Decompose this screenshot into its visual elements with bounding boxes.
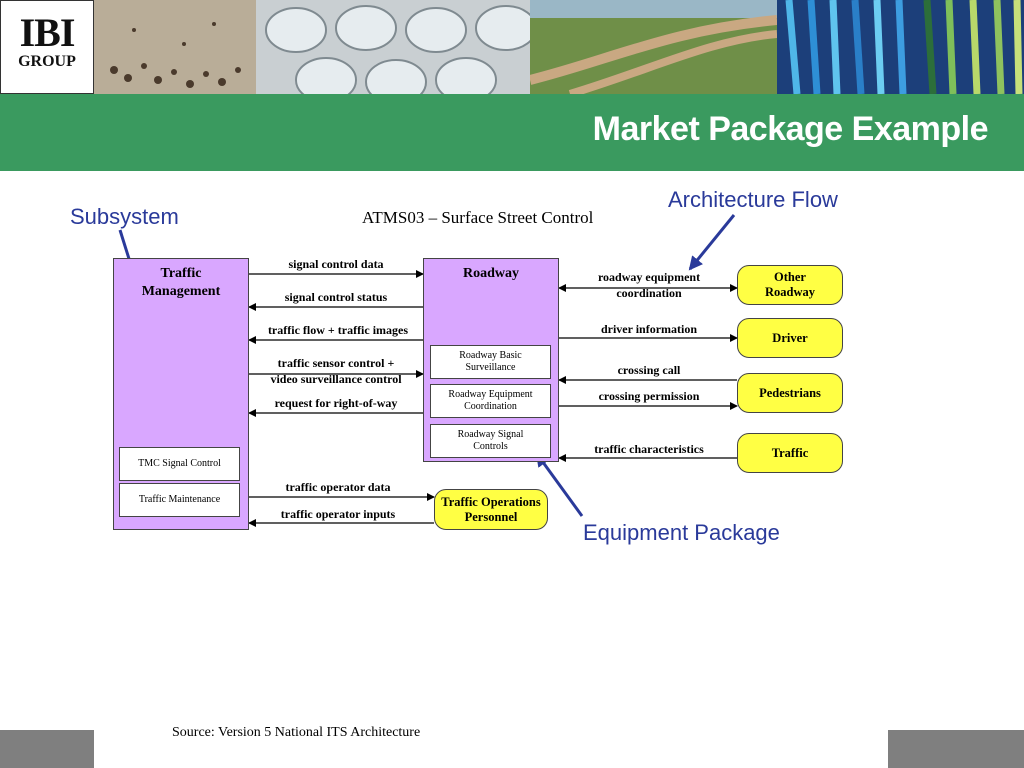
- ibi-group-logo: IBI GROUP: [0, 0, 94, 94]
- equipment-roadway-signal-controls: Roadway Signal Controls: [430, 424, 551, 458]
- source-citation: Source: Version 5 National ITS Architect…: [172, 725, 421, 740]
- equipment-roadway-equipment-coordination: Roadway Equipment Coordination: [430, 384, 551, 418]
- architecture-flow-callout: Architecture Flow: [668, 187, 838, 212]
- flow-signal-control-status: signal control status: [284, 290, 388, 304]
- equipment-package-pointer-arrow: [535, 452, 584, 517]
- logo-sub-text: GROUP: [18, 53, 76, 70]
- terminator-traffic: Traffic: [737, 433, 843, 473]
- flow-crossing-call: crossing call: [617, 363, 681, 377]
- footer-block-right: [888, 730, 1024, 768]
- terminator-pedestrians: Pedestrians: [737, 373, 843, 413]
- terminator-traffic-operations-personnel: Traffic Operations Personnel: [434, 489, 548, 530]
- traffic-management-label: Traffic Management: [141, 266, 221, 299]
- flow-request-for-right-of-way: request for right-of-way: [274, 396, 398, 410]
- slide-title: Market Package Example: [592, 110, 989, 148]
- equipment-tmc-signal-control: TMC Signal Control: [119, 447, 240, 481]
- header-photo-circles: [256, 0, 530, 94]
- flow-traffic-operator-data: traffic operator data: [285, 480, 391, 494]
- flow-roadway-equipment-coordination-line2: coordination: [616, 286, 682, 300]
- flow-traffic-sensor-control-line1: traffic sensor control +: [277, 356, 395, 370]
- header-photo-road: [530, 0, 777, 94]
- header-photo-cables: [777, 0, 1024, 94]
- terminator-other-roadway: Other Roadway: [737, 265, 843, 305]
- flow-traffic-sensor-control-line2: video surveillance control: [270, 372, 402, 386]
- footer-block-left: [0, 730, 94, 768]
- equipment-package-callout: Equipment Package: [583, 520, 780, 545]
- equipment-traffic-maintenance: Traffic Maintenance: [119, 483, 240, 517]
- title-band: [0, 94, 1024, 171]
- flow-roadway-equipment-coordination-line1: roadway equipment: [597, 270, 701, 284]
- subsystem-callout: Subsystem: [70, 204, 179, 229]
- architecture-flow-pointer-arrow: [688, 214, 736, 271]
- flow-crossing-permission: crossing permission: [598, 389, 700, 403]
- roadway-label: Roadway: [462, 266, 519, 281]
- flow-signal-control-data: signal control data: [288, 257, 384, 271]
- flow-traffic-operator-inputs: traffic operator inputs: [280, 507, 396, 521]
- flow-traffic-characteristics: traffic characteristics: [594, 442, 704, 456]
- flow-driver-information: driver information: [600, 322, 698, 336]
- logo-main-text: IBI: [19, 10, 76, 55]
- diagram-title: ATMS03 – Surface Street Control: [362, 208, 594, 227]
- flow-traffic-flow-traffic-images: traffic flow + traffic images: [267, 323, 409, 337]
- terminator-driver: Driver: [737, 318, 843, 358]
- equipment-roadway-basic-surveillance: Roadway Basic Surveillance: [430, 345, 551, 379]
- header-photo-cattle: [94, 0, 256, 94]
